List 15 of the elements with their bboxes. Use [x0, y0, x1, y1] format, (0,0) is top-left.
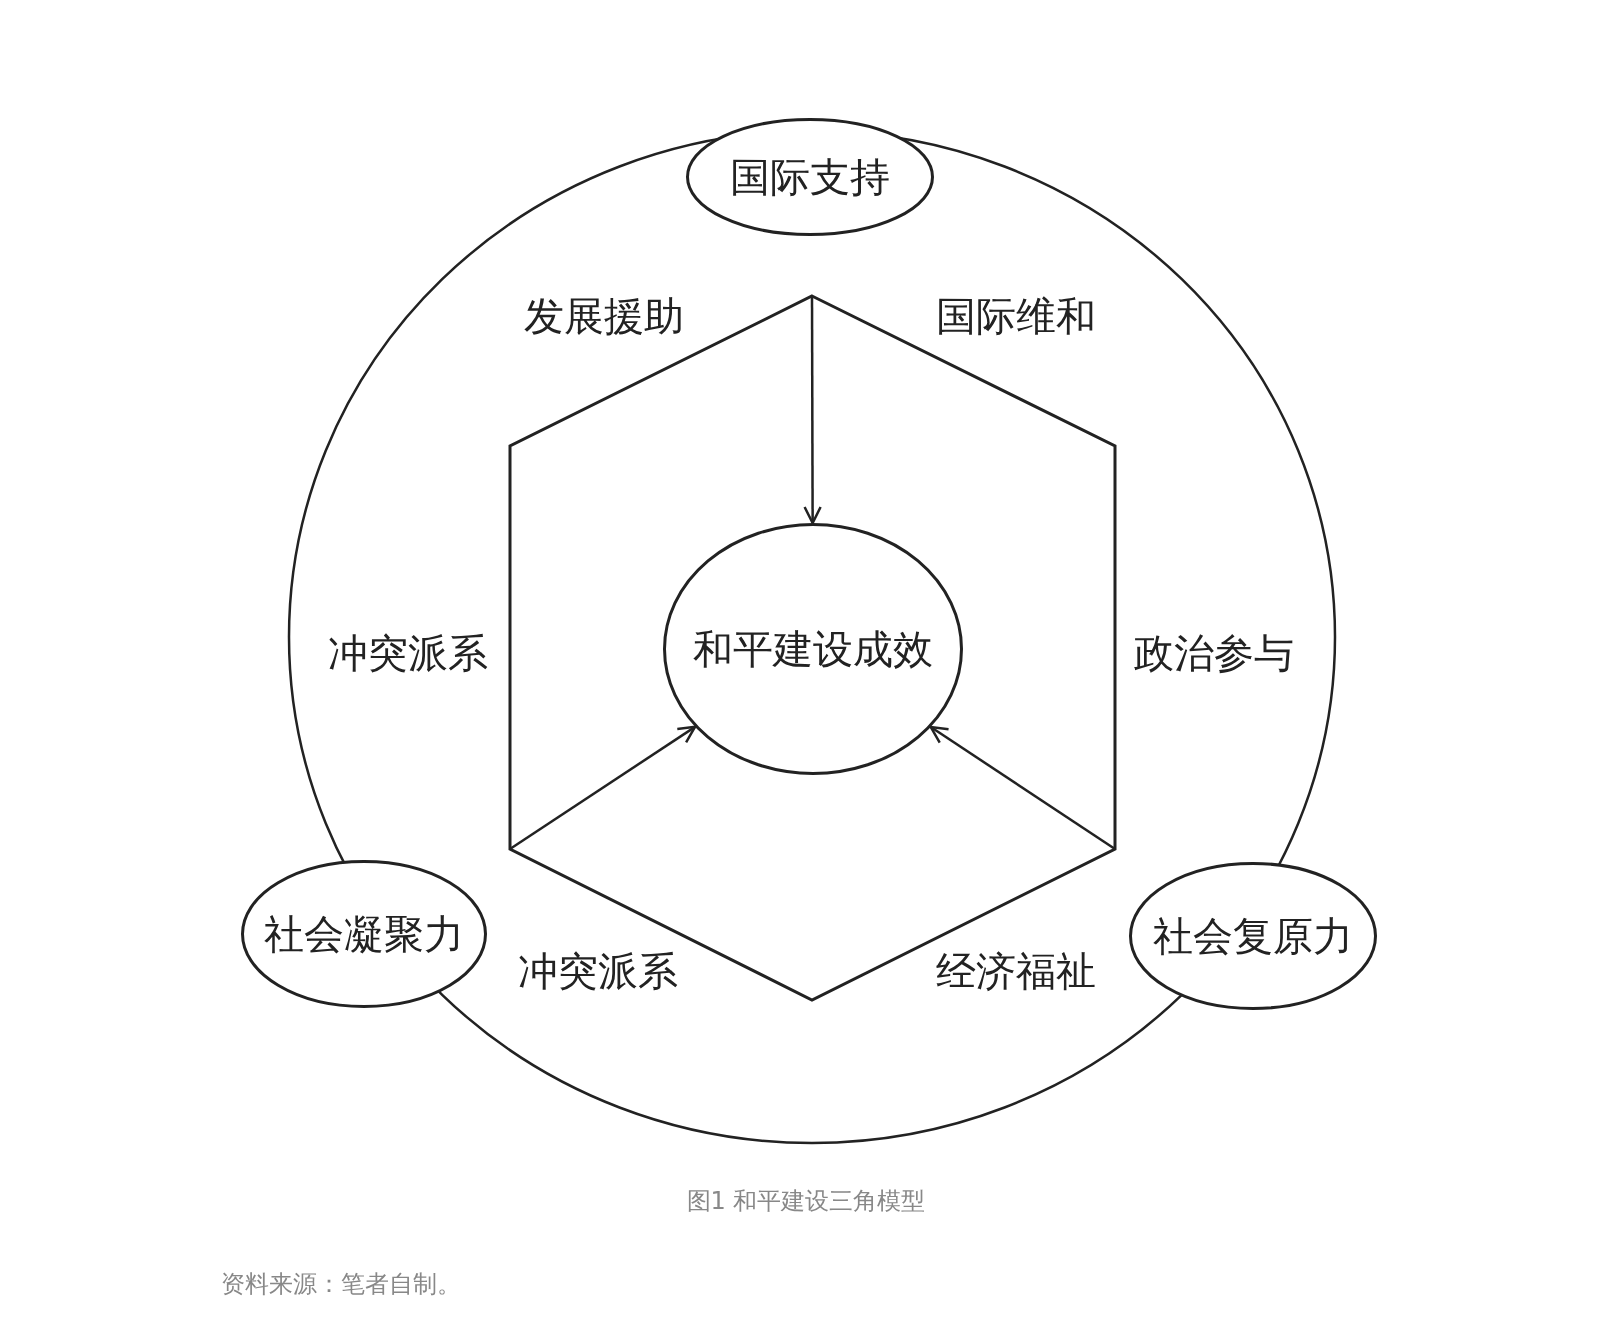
- arrow: [929, 725, 1116, 851]
- arrow: [509, 725, 697, 851]
- side-label: 冲突派系: [518, 946, 678, 996]
- ellipse-node: 和平建设成效: [663, 523, 963, 775]
- arrow: [803, 296, 822, 525]
- ellipse-node: 国际支持: [686, 118, 934, 236]
- ellipse-node: 社会复原力: [1129, 862, 1377, 1010]
- source-note: 资料来源：笔者自制。: [221, 1269, 461, 1300]
- side-label: 发展援助: [524, 291, 684, 341]
- figure-caption: 图1 和平建设三角模型: [686, 1186, 926, 1217]
- side-label: 冲突派系: [328, 628, 488, 678]
- side-label: 经济福祉: [936, 946, 1096, 996]
- ellipse-node: 社会凝聚力: [241, 860, 487, 1008]
- side-label: 国际维和: [936, 291, 1096, 341]
- side-label: 政治参与: [1134, 628, 1294, 678]
